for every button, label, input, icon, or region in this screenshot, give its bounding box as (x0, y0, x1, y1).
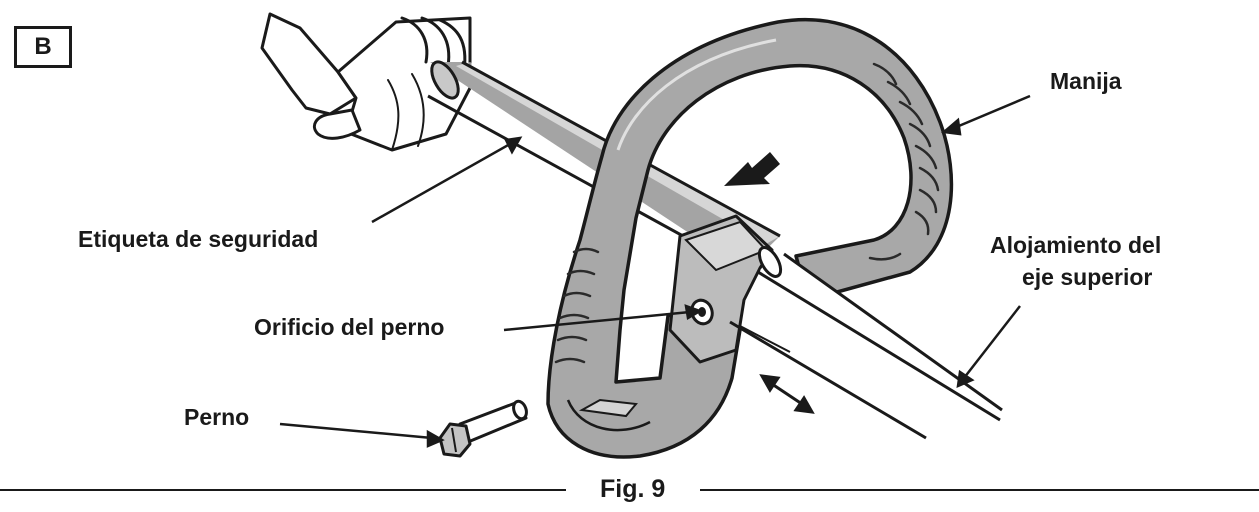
bolt-illustration (438, 399, 528, 458)
handle-grip-ribs (868, 62, 940, 261)
slide-direction-icon (759, 374, 815, 414)
bolt-hole (690, 298, 714, 326)
callout-bolt-hole: Orificio del perno (254, 314, 445, 340)
shaft-lower (729, 246, 1003, 440)
direction-arrow-icon (724, 152, 780, 186)
leader-safety-label (371, 142, 511, 224)
callout-handle: Manija (1050, 68, 1122, 94)
callout-upper-shaft-housing-line1: Alojamiento del (990, 232, 1162, 258)
handle-grip-ribs-left (554, 247, 600, 364)
panel-label: B (14, 26, 72, 68)
leader-bolt-hole (503, 310, 691, 332)
handle-loop (546, 17, 954, 459)
leader-lines (279, 94, 1031, 448)
callout-upper-shaft-housing-line2: eje superior (1022, 264, 1153, 290)
callout-safety-label: Etiqueta de seguridad (78, 226, 319, 252)
figure-caption: Fig. 9 (600, 475, 666, 503)
handle-illustration (546, 17, 954, 459)
leader-bolt (279, 422, 433, 440)
leader-shaft-housing (963, 305, 1021, 379)
hand-illustration (260, 12, 472, 152)
leader-handle (953, 94, 1031, 130)
callout-bolt: Perno (184, 404, 250, 430)
